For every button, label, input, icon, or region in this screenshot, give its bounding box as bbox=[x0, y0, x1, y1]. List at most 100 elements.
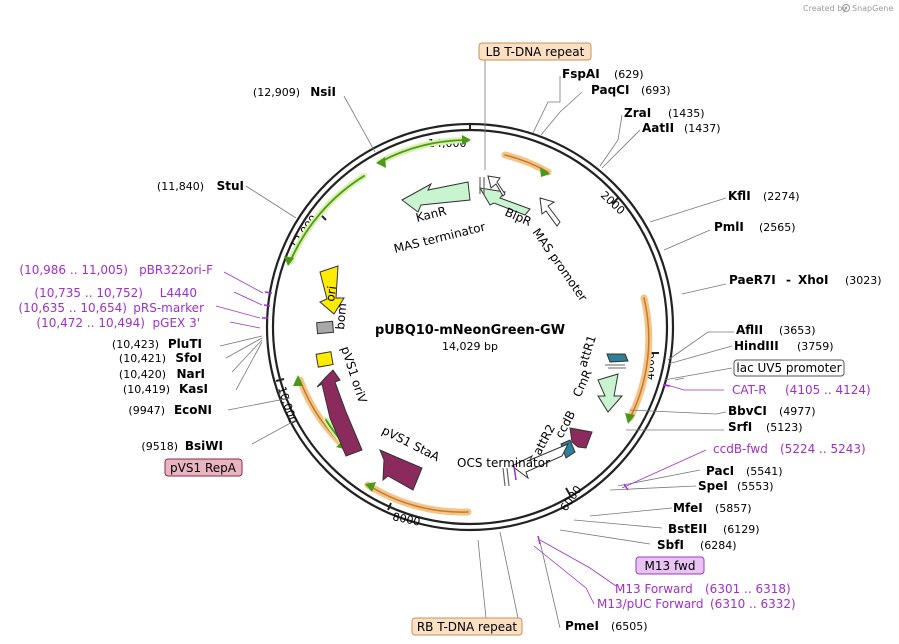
site-pos: (5123) bbox=[766, 421, 803, 434]
box-pvs1-repa: pVS1 RepA bbox=[164, 458, 243, 477]
box-label: lac UV5 promoter bbox=[736, 361, 841, 375]
tick-8000: 8000 bbox=[387, 502, 421, 529]
feature-label: pVS1 oriV bbox=[338, 345, 370, 406]
primer-name: M13 Forward bbox=[615, 582, 693, 596]
site-pos: (3759) bbox=[797, 340, 834, 353]
primer-range: (5224 .. 5243) bbox=[780, 442, 866, 456]
primer-name: pGEX 3' bbox=[153, 316, 200, 330]
site-pos: (10,419) bbox=[123, 383, 170, 396]
feature-label: CmR bbox=[570, 368, 595, 400]
orf-arrowheads bbox=[284, 135, 635, 492]
box-lac-uv5: lac UV5 promoter bbox=[733, 359, 845, 377]
site-name: ZraI bbox=[624, 106, 651, 120]
site-pos: (10,420) bbox=[119, 368, 166, 381]
box-lb-tdna: LB T-DNA repeat bbox=[478, 42, 592, 61]
site-pos: (6129) bbox=[723, 523, 760, 536]
site-pos: (12,909) bbox=[253, 86, 300, 99]
box-label: M13 fwd bbox=[645, 559, 696, 573]
primer-range: (10,635 .. 10,654) bbox=[18, 301, 127, 315]
cmr-feature bbox=[597, 373, 624, 413]
primer-name: ccdB-fwd bbox=[713, 442, 768, 456]
site-pos: (9518) bbox=[141, 440, 178, 453]
ccdb-feature bbox=[569, 427, 593, 449]
site-name: BsiWI bbox=[185, 439, 223, 453]
tick-label: 8000 bbox=[391, 510, 421, 529]
attr1-hatch bbox=[605, 364, 626, 369]
primer-range: (4105 .. 4124) bbox=[785, 383, 871, 397]
tick-label: 10,000 bbox=[275, 385, 299, 426]
site-name: BstEII bbox=[668, 522, 707, 536]
primer-name: CAT-R bbox=[732, 383, 767, 397]
credit-brand: SnapGene bbox=[852, 4, 893, 13]
site-pos: (629) bbox=[614, 68, 644, 81]
site-name: NsiI bbox=[310, 85, 336, 99]
site-pos: (5857) bbox=[715, 502, 752, 515]
site-pos: (1437) bbox=[684, 122, 721, 135]
ocs-terminator-feature bbox=[511, 443, 570, 480]
site-pos: (3653) bbox=[779, 324, 816, 337]
snapgene-logo-icon bbox=[842, 4, 850, 12]
primer-range: (10,472 .. 10,494) bbox=[36, 316, 145, 330]
site-pos: (5553) bbox=[737, 480, 774, 493]
kanr-feature bbox=[401, 181, 471, 213]
mas-promoter-feature bbox=[539, 197, 561, 227]
site-name: SbfI bbox=[657, 538, 684, 552]
site-name: SfoI bbox=[175, 351, 202, 365]
pvs1-oriv-feature bbox=[316, 369, 363, 457]
site-name: AflII bbox=[736, 323, 763, 337]
primer-range: (6301 .. 6318) bbox=[705, 582, 791, 596]
site-name: MfeI bbox=[673, 501, 703, 515]
site-name: PmlI bbox=[714, 220, 744, 234]
box-rb-tdna: RB T-DNA repeat bbox=[411, 617, 523, 636]
box-m13-fwd: M13 fwd bbox=[635, 556, 705, 575]
site-pos: (3023) bbox=[845, 274, 882, 287]
feature-label: MAS terminator bbox=[392, 220, 486, 256]
box-label: LB T-DNA repeat bbox=[486, 45, 585, 59]
site-name: SrfI bbox=[728, 420, 752, 434]
primer-name: pBR322ori-F bbox=[139, 263, 213, 277]
site-name: NarI bbox=[176, 367, 205, 381]
site-name: StuI bbox=[217, 179, 244, 193]
primer-mark bbox=[513, 465, 517, 481]
feature-label: attR1 bbox=[576, 333, 599, 368]
primer-range: (10,986 .. 11,005) bbox=[19, 263, 128, 277]
site-pos: (11,840) bbox=[157, 180, 204, 193]
site-pos: (693) bbox=[641, 84, 671, 97]
site-name: HindIII bbox=[734, 339, 779, 353]
primer-ticks bbox=[262, 291, 671, 545]
site-name: PmeI bbox=[565, 619, 599, 633]
site-name: AatII bbox=[642, 121, 674, 135]
site-name: PluTI bbox=[168, 337, 202, 351]
rb-mark bbox=[502, 467, 506, 487]
site-name: PaeR7I bbox=[729, 273, 776, 287]
feature-label: OCS terminator bbox=[457, 456, 550, 470]
site-pos: (6505) bbox=[611, 620, 648, 633]
site-pos: (5541) bbox=[746, 465, 783, 478]
credit-text: Created by bbox=[803, 4, 847, 13]
rb-mark bbox=[506, 467, 510, 487]
site-name: XhoI bbox=[798, 273, 829, 287]
mas-terminator-feature bbox=[487, 175, 506, 197]
attr2-feature bbox=[560, 439, 576, 459]
feature-label: ori bbox=[323, 285, 339, 302]
ori-feature bbox=[319, 265, 345, 315]
pvs1-marker-feature bbox=[315, 351, 334, 368]
box-label: pVS1 RepA bbox=[170, 461, 237, 475]
site-pos: (9947) bbox=[128, 404, 165, 417]
site-pos: (2274) bbox=[763, 190, 800, 203]
attr1-feature bbox=[606, 353, 629, 363]
site-name: SpeI bbox=[698, 479, 728, 493]
site-pos: (4977) bbox=[779, 405, 816, 418]
box-label: RB T-DNA repeat bbox=[417, 620, 518, 634]
site-name: FspAI bbox=[562, 67, 600, 81]
site-name: KflI bbox=[728, 189, 751, 203]
site-name: PaqCI bbox=[591, 83, 629, 97]
site-pos: (1435) bbox=[668, 107, 705, 120]
bom-feature bbox=[316, 320, 335, 335]
orf-arcs bbox=[287, 137, 653, 516]
primer-range: (10,735 .. 10,752) bbox=[34, 286, 143, 300]
primer-leaders bbox=[215, 271, 724, 605]
site-pos: (6284) bbox=[700, 539, 737, 552]
primer-name: pRS-marker bbox=[133, 301, 204, 315]
site-name: PacI bbox=[706, 464, 734, 478]
